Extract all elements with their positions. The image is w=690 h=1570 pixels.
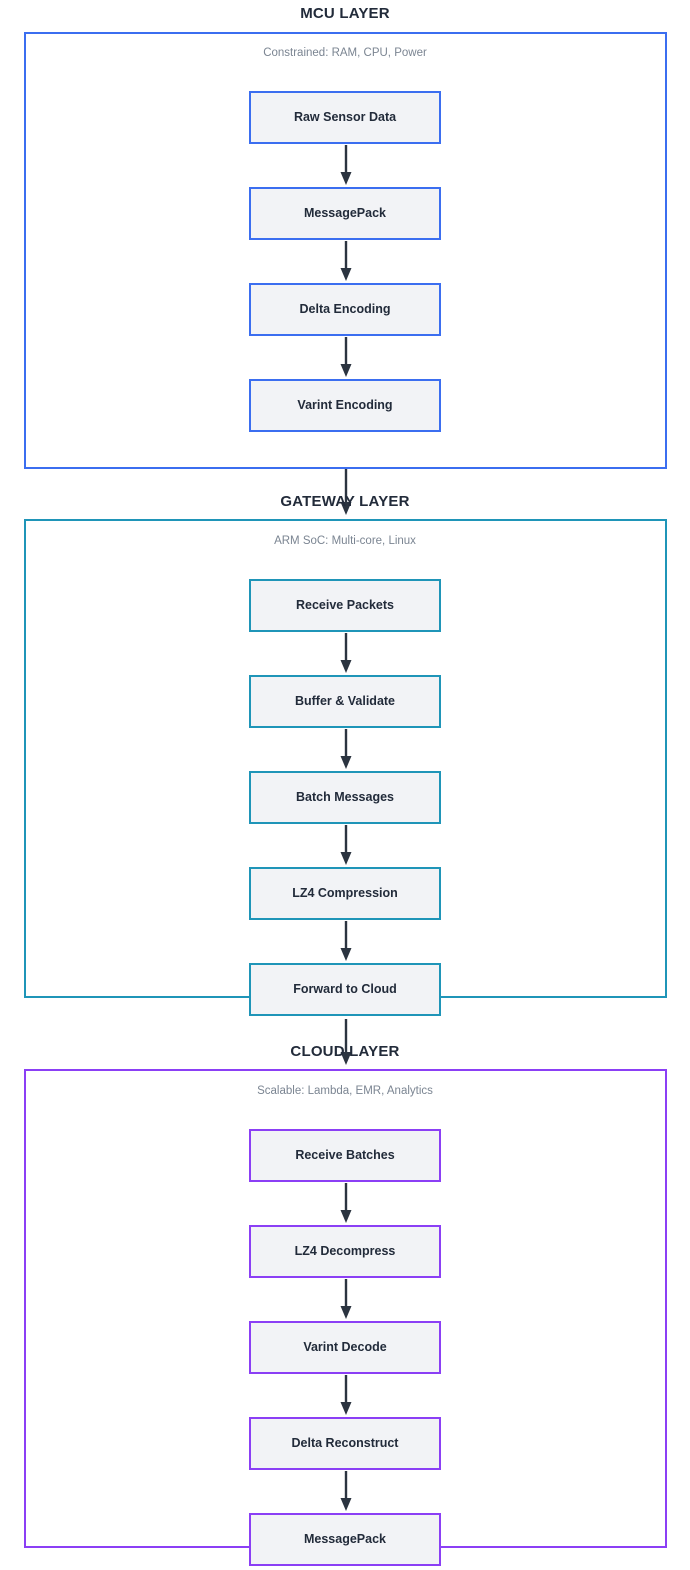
layer-title-cloud: CLOUD LAYER	[290, 1043, 400, 1060]
node-delta-reconstruct[interactable]: Delta Reconstruct	[249, 1417, 441, 1470]
node-raw-sensor-data[interactable]: Raw Sensor Data	[249, 91, 441, 144]
arrow-icon	[338, 337, 354, 379]
node-varint-decode[interactable]: Varint Decode	[249, 1321, 441, 1374]
arrow-icon	[338, 729, 354, 771]
arrow-icon	[338, 921, 354, 963]
node-receive-packets[interactable]: Receive Packets	[249, 579, 441, 632]
arrow-icon	[338, 241, 354, 283]
node-receive-batches[interactable]: Receive Batches	[249, 1129, 441, 1182]
layer-subtitle-mcu: Constrained: RAM, CPU, Power	[263, 47, 427, 59]
layer-subtitle-gateway: ARM SoC: Multi-core, Linux	[274, 535, 416, 547]
layer-container-mcu	[24, 32, 667, 469]
node-forward-to-cloud[interactable]: Forward to Cloud	[249, 963, 441, 1016]
node-lz4-decompress[interactable]: LZ4 Decompress	[249, 1225, 441, 1278]
node-batch-messages[interactable]: Batch Messages	[249, 771, 441, 824]
arrow-icon	[338, 1183, 354, 1225]
layer-title-mcu: MCU LAYER	[300, 5, 390, 22]
layer-title-gateway: GATEWAY LAYER	[280, 493, 410, 510]
node-delta-encoding[interactable]: Delta Encoding	[249, 283, 441, 336]
node-messagepack-mcu[interactable]: MessagePack	[249, 187, 441, 240]
arrow-icon	[338, 633, 354, 675]
arrow-icon	[338, 1279, 354, 1321]
arrow-icon	[338, 1375, 354, 1417]
node-lz4-compression[interactable]: LZ4 Compression	[249, 867, 441, 920]
node-buffer-validate[interactable]: Buffer & Validate	[249, 675, 441, 728]
arrow-icon-mcu-to-gateway	[338, 469, 354, 517]
arrow-icon	[338, 1471, 354, 1513]
arrow-icon	[338, 145, 354, 187]
arrow-icon	[338, 825, 354, 867]
arrow-icon-gateway-to-cloud	[338, 1019, 354, 1067]
node-varint-encoding[interactable]: Varint Encoding	[249, 379, 441, 432]
node-messagepack-cloud[interactable]: MessagePack	[249, 1513, 441, 1566]
layer-subtitle-cloud: Scalable: Lambda, EMR, Analytics	[257, 1085, 433, 1097]
